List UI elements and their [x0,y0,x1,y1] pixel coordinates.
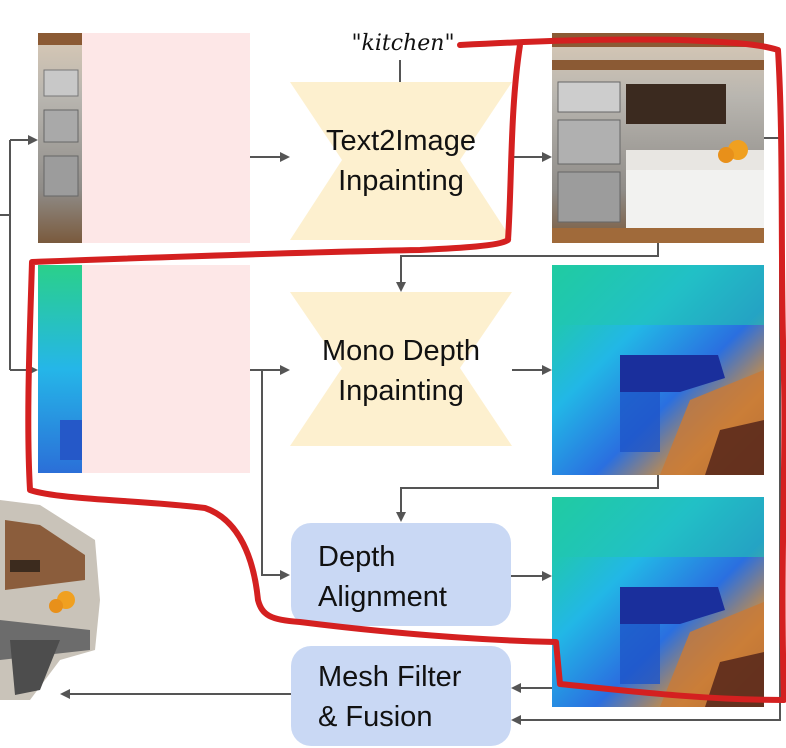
arrow-down-icon [396,243,659,292]
left-partial-kitchen-image [38,33,82,243]
mesh-filter-fusion-block: Mesh Filter & Fusion [291,646,511,746]
mesh-fusion-label-line2: & Fusion [318,701,432,733]
arrow-left-icon [511,137,781,725]
arrow-down-icon [396,475,659,522]
prompt-text: "kitchen" [351,31,454,56]
aligned-depth-map-image [552,497,764,707]
left-partial-depth-image [38,265,82,473]
text2image-inpainting-block: Text2Image Inpainting [290,82,512,240]
highlight-outline [25,36,786,703]
text2image-label-line2: Inpainting [338,165,464,197]
kitchen-render-image [552,33,764,243]
mask-region-bottom [82,265,250,473]
mono-depth-inpainting-block: Mono Depth Inpainting [290,292,512,446]
mesh-fusion-label-line1: Mesh Filter [318,661,462,693]
mask-region-top [82,33,250,243]
mono-depth-label-line1: Mono Depth [322,335,480,367]
text2image-label-line1: Text2Image [326,125,476,157]
mono-depth-label-line2: Inpainting [338,375,464,407]
depth-alignment-label-line2: Alignment [318,581,447,613]
depth-alignment-label-line1: Depth [318,541,395,573]
arrow-right-icon [261,370,290,580]
depth-alignment-block: Depth Alignment [291,523,511,626]
output-mesh-image [0,500,100,700]
depth-map-image [552,265,764,475]
